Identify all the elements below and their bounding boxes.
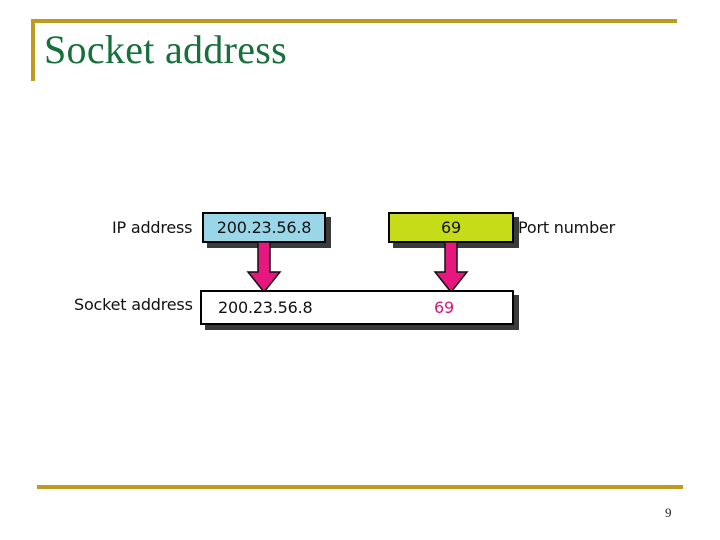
socket-address-box: 200.23.56.8 69: [200, 290, 514, 325]
ip-address-box: 200.23.56.8: [202, 212, 326, 243]
socket-port-part: 69: [434, 298, 454, 317]
port-number-box: 69: [388, 212, 514, 243]
ip-address-value: 200.23.56.8: [216, 218, 312, 237]
socket-address-label: Socket address: [74, 295, 193, 314]
down-arrow-icon: [433, 242, 469, 294]
port-number-label: Port number: [518, 218, 616, 237]
footer-rule: [37, 485, 683, 489]
ip-address-label: IP address: [112, 218, 193, 237]
port-number-value: 69: [441, 218, 461, 237]
down-arrow-icon: [246, 242, 282, 294]
socket-ip-part: 200.23.56.8: [218, 298, 313, 317]
title-rule-left: [31, 19, 35, 81]
title-rule-top: [31, 19, 677, 23]
page-title: Socket address: [44, 27, 288, 72]
page-number: 9: [665, 505, 672, 520]
